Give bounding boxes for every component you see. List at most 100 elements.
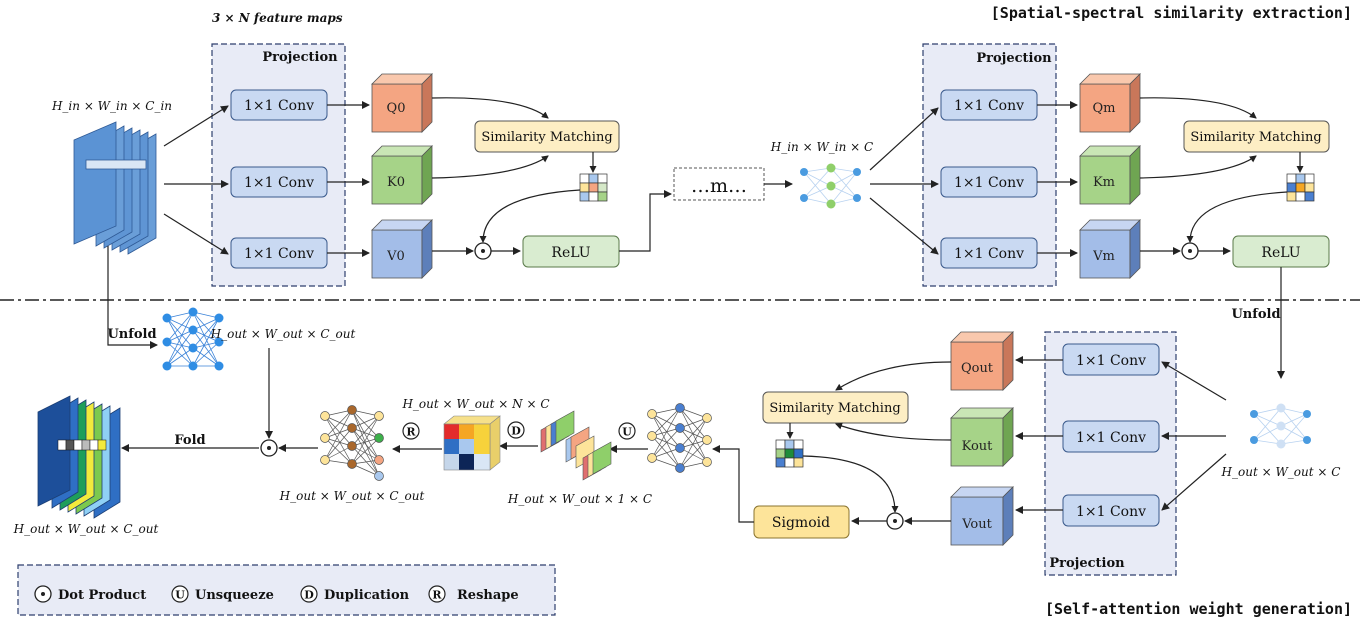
projection-label-bottom: Projection: [1049, 556, 1125, 571]
section-title-top: [Spatial-spectral similarity extraction]: [991, 4, 1352, 22]
svg-text:1×1 Conv: 1×1 Conv: [244, 175, 314, 191]
fold-label: Fold: [174, 433, 205, 448]
dims-output-label: H_out × W_out × C_out: [13, 522, 159, 536]
feature-slices: [540, 410, 612, 481]
projection-label-top-left: Projection: [262, 50, 338, 65]
legend-duplication: D Duplication: [300, 585, 410, 603]
svg-text:1×1 Conv: 1×1 Conv: [1076, 504, 1146, 520]
legend-dot-product: Dot Product: [34, 585, 146, 603]
svg-text:Unsqueeze: Unsqueeze: [195, 588, 274, 603]
dims-1c-label: H_out × W_out × 1 × C: [507, 492, 652, 506]
unsqueeze-op: U: [618, 422, 636, 440]
svg-text:R: R: [406, 426, 416, 439]
svg-text:K0: K0: [387, 175, 405, 190]
svg-text:1×1 Conv: 1×1 Conv: [1076, 430, 1146, 446]
input-feature-stack: [73, 121, 157, 255]
projection-label-top-right: Projection: [976, 51, 1052, 66]
q0-cube: Q0: [371, 73, 433, 133]
mid-dims-label: H_in × W_in × C: [770, 140, 873, 154]
similarity-matching-bottom: Similarity Matching: [762, 391, 909, 424]
svg-text:1×1 Conv: 1×1 Conv: [1076, 353, 1146, 369]
svg-text:D: D: [511, 425, 521, 438]
qm-cube: Qm: [1079, 73, 1141, 133]
conv-box-vm: 1×1 Conv: [940, 237, 1038, 269]
conv-box-qm: 1×1 Conv: [940, 89, 1038, 121]
relu-box-top-left: ReLU: [522, 235, 620, 268]
network-bottom-middle: [647, 403, 712, 473]
output-feature-stack: [37, 395, 121, 519]
svg-text:1×1 Conv: 1×1 Conv: [244, 246, 314, 262]
svg-text:ReLU: ReLU: [551, 245, 590, 261]
svg-text:Vm: Vm: [1092, 249, 1115, 264]
legend-unsqueeze: U Unsqueeze: [171, 585, 274, 603]
svg-text:ReLU: ReLU: [1261, 245, 1300, 261]
input-dims-label: H_in × W_in × C_in: [51, 99, 172, 113]
feature-maps-label: 3 × N feature maps: [212, 11, 343, 25]
svg-text:1×1 Conv: 1×1 Conv: [954, 246, 1024, 262]
svg-text:Vout: Vout: [961, 517, 992, 532]
svg-text:R: R: [432, 589, 442, 602]
v0-cube: V0: [371, 219, 433, 279]
unfold-label-left: Unfold: [107, 327, 156, 342]
conv-box-vout: 1×1 Conv: [1062, 494, 1160, 527]
svg-text:Duplication: Duplication: [324, 588, 410, 603]
svg-text:Similarity Matching: Similarity Matching: [481, 130, 612, 145]
svg-text:1×1 Conv: 1×1 Conv: [244, 98, 314, 114]
svg-text:Reshape: Reshape: [457, 588, 519, 603]
km-cube: Km: [1079, 145, 1141, 205]
svg-text:1×1 Conv: 1×1 Conv: [954, 175, 1024, 191]
kout-cube: Kout: [950, 407, 1014, 467]
network-bottom-colored: [320, 405, 384, 481]
k0-cube: K0: [371, 145, 433, 205]
svg-text:Qout: Qout: [961, 361, 994, 376]
relu-box-top-right: ReLU: [1232, 235, 1330, 268]
svg-text:1×1 Conv: 1×1 Conv: [954, 98, 1024, 114]
svg-text:D: D: [304, 589, 314, 602]
conv-box-v0: 1×1 Conv: [230, 237, 328, 269]
dims-nc-label: H_out × W_out × N × C: [401, 397, 549, 411]
svg-text:Sigmoid: Sigmoid: [772, 515, 830, 531]
svg-text:U: U: [622, 426, 632, 439]
dot-product-top-left: [474, 242, 492, 260]
vm-cube: Vm: [1079, 219, 1141, 279]
conv-box-q0: 1×1 Conv: [230, 89, 328, 121]
dot-product-bottom: [886, 512, 904, 530]
duplication-op: D: [507, 421, 525, 439]
qout-cube: Qout: [950, 331, 1014, 391]
dims-cout-mid-label: H_out × W_out × C_out: [279, 489, 425, 503]
attention-grid-top-left: [579, 173, 608, 202]
similarity-matching-top-left: Similarity Matching: [474, 120, 620, 153]
network-bottom-right: [1250, 403, 1311, 449]
section-title-bottom: [Self-attention weight generation]: [1045, 600, 1352, 618]
dims-right-label: H_out × W_out × C: [1221, 465, 1341, 479]
legend-box: [17, 564, 556, 616]
conv-box-kout: 1×1 Conv: [1062, 420, 1160, 453]
svg-text:Similarity Matching: Similarity Matching: [1190, 130, 1321, 145]
svg-text:Dot Product: Dot Product: [58, 588, 146, 603]
mid-network-top: [800, 163, 861, 209]
similarity-matching-top-right: Similarity Matching: [1183, 120, 1330, 153]
network-bottom-left: [162, 307, 224, 371]
svg-text:Similarity Matching: Similarity Matching: [769, 401, 900, 416]
attention-grid-top-right: [1286, 173, 1315, 202]
sigmoid-box: Sigmoid: [753, 505, 850, 539]
dot-product-top-right: [1181, 242, 1199, 260]
attention-grid-bottom: [775, 439, 804, 468]
dot-product-bottom-left: [260, 439, 278, 457]
svg-text:Q0: Q0: [387, 101, 406, 116]
duplicated-feature-grid: [443, 415, 501, 471]
svg-text:Kout: Kout: [962, 439, 994, 454]
svg-text:V0: V0: [386, 249, 405, 264]
svg-text:Km: Km: [1093, 175, 1115, 190]
svg-text:Qm: Qm: [1093, 101, 1116, 116]
svg-text:…m…: …m…: [691, 175, 747, 197]
conv-box-k0: 1×1 Conv: [230, 166, 328, 198]
svg-text:U: U: [175, 589, 185, 602]
repeat-m-box: …m…: [673, 167, 765, 201]
vout-cube: Vout: [950, 486, 1014, 546]
conv-box-qout: 1×1 Conv: [1062, 343, 1160, 376]
conv-box-km: 1×1 Conv: [940, 166, 1038, 198]
legend-reshape: R Reshape: [428, 585, 519, 603]
